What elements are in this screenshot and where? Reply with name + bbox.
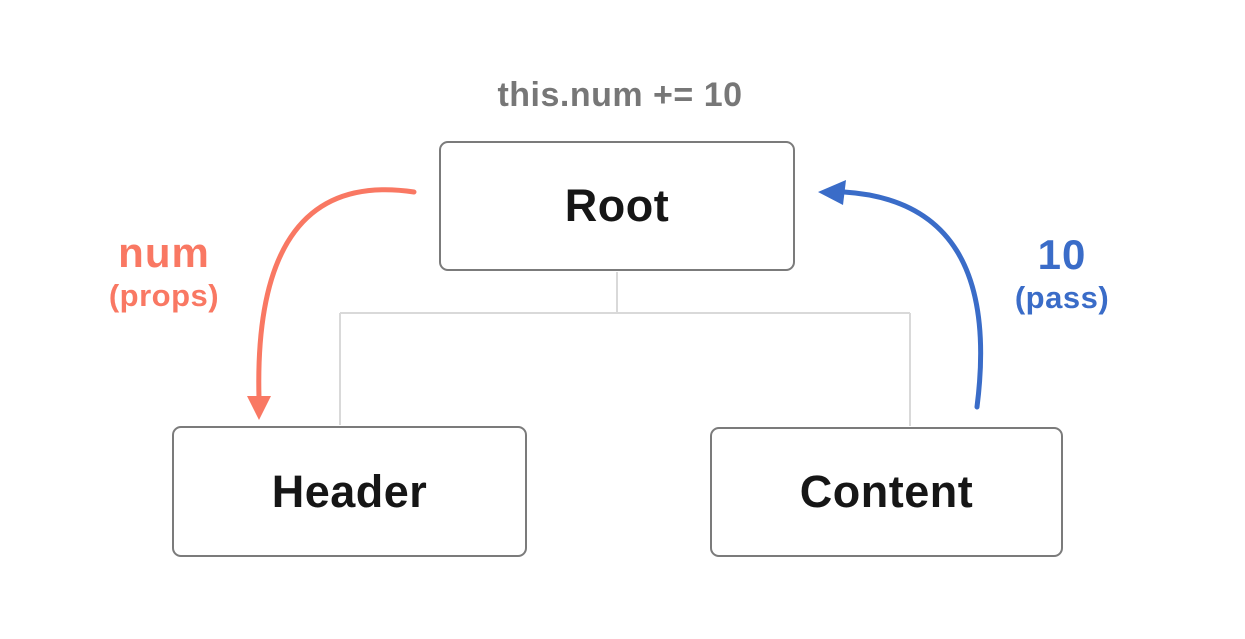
annotation-props: num (props) (44, 229, 284, 314)
annotation-props-caption: (props) (108, 278, 220, 314)
diagram-title: this.num += 10 (497, 76, 743, 114)
annotation-props-value: num (118, 229, 210, 276)
tree-connector-lines (339, 272, 911, 426)
annotation-pass-value: 10 (1037, 231, 1087, 278)
node-header: Header (172, 426, 527, 557)
annotation-pass: 10 (pass) (942, 231, 1182, 316)
node-header-label: Header (271, 465, 428, 517)
node-root: Root (439, 141, 795, 271)
annotation-pass-caption: (pass) (1014, 280, 1110, 316)
props-arrowhead-icon (247, 396, 271, 420)
node-root-label: Root (564, 180, 670, 231)
pass-arrowhead-icon (818, 180, 846, 205)
node-content-label: Content (799, 466, 974, 517)
node-content: Content (710, 427, 1063, 557)
